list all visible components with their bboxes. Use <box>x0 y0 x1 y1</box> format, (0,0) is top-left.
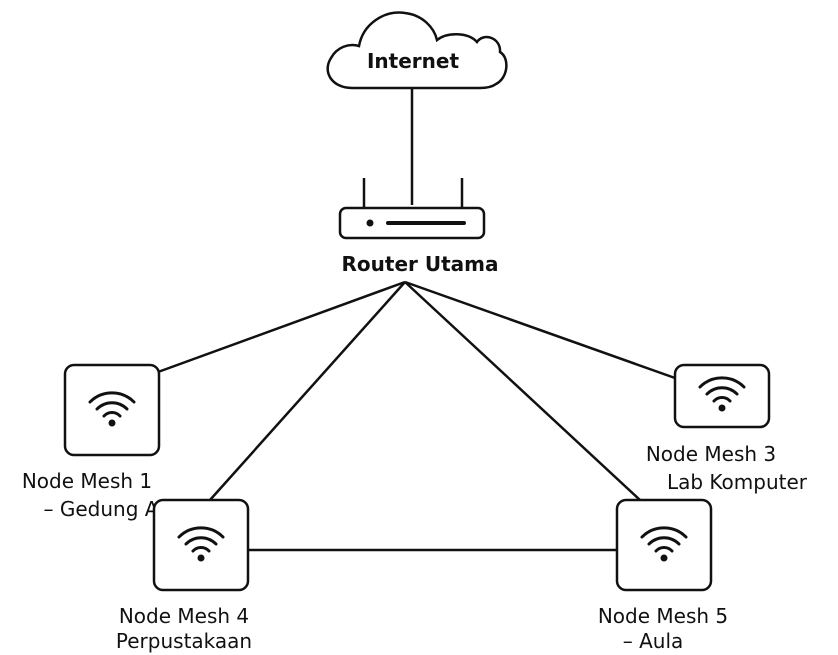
internet-cloud: Internet <box>326 11 508 90</box>
node-3-box <box>673 363 771 429</box>
node-5-title: Node Mesh 5 <box>598 604 728 628</box>
node-5-box <box>615 498 713 592</box>
router: Router Utama <box>338 178 499 276</box>
node-3-subtitle: Lab Komputer <box>667 470 808 494</box>
link-router-node5 <box>404 281 641 501</box>
node-4-box <box>152 498 250 592</box>
wifi-icon <box>698 376 746 412</box>
node-mesh-1: Node Mesh 1 – Gedung A <box>22 363 161 521</box>
node-mesh-4: Node Mesh 4 Perpustakaan <box>116 498 252 653</box>
cloud-icon <box>326 11 508 90</box>
wifi-icon <box>177 526 225 562</box>
node-4-subtitle: Perpustakaan <box>116 629 252 653</box>
link-router-node3 <box>404 280 676 380</box>
connections <box>157 88 676 552</box>
internet-label: Internet <box>367 49 459 73</box>
node-1-box <box>63 363 161 457</box>
node-5-subtitle: – Aula <box>623 629 684 653</box>
node-mesh-3: Node Mesh 3 Lab Komputer <box>646 363 808 494</box>
node-3-title: Node Mesh 3 <box>646 442 776 466</box>
wifi-icon <box>640 526 688 562</box>
router-led <box>366 219 374 227</box>
node-mesh-5: Node Mesh 5 – Aula <box>598 498 728 653</box>
link-router-node1 <box>157 280 406 374</box>
wifi-icon <box>88 391 136 427</box>
node-4-title: Node Mesh 4 <box>119 604 249 628</box>
node-1-title: Node Mesh 1 <box>22 469 152 493</box>
link-router-node4 <box>209 281 406 501</box>
router-label: Router Utama <box>342 252 499 276</box>
node-1-subtitle: – Gedung A <box>44 497 159 521</box>
